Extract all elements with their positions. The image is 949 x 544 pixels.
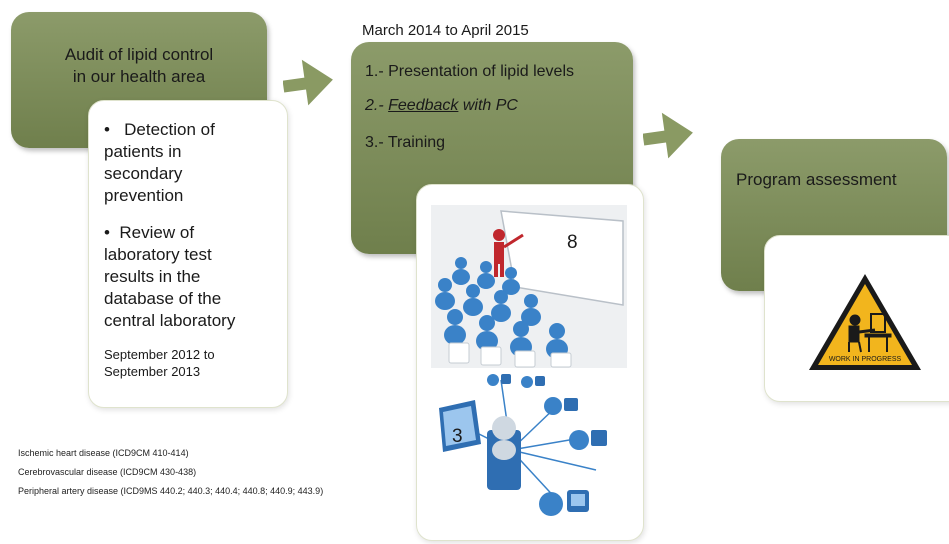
assessment-title: Program assessment [736,170,897,189]
feedback-prefix: 2.- [365,97,389,114]
bullet2-line: central laboratory [104,311,236,330]
intervention-period: March 2014 to April 2015 [362,22,529,39]
intervention-item-feedback: 2.- Feedback with PC [365,96,518,115]
footnote: Ischemic heart disease (ICD9CM 410-414) [18,448,189,458]
intervention-item-presentation: 1.- Presentation of lipid levels [365,63,574,80]
classroom-illustration [431,205,627,368]
classroom-presentation-icon [431,205,627,368]
audit-date-line: September 2013 [104,364,201,379]
audit-detail-box [88,100,288,408]
audit-title: Audit of lipid control in our health are… [11,44,267,88]
footnote: Cerebrovascular disease (ICD9CM 430-438) [18,467,197,477]
bullet2-line: laboratory test [104,245,212,264]
bullet2-line: • Review of [104,222,194,244]
audit-title-line: in our health area [72,67,206,86]
feedback-underlined: Feedback [388,97,459,114]
bullet2-line: results in the [104,267,201,286]
sign-label: WORK IN PROGRESS [829,356,902,363]
work-in-progress-sign: WORK IN PROGRESS [805,270,925,374]
network-illustration [431,370,627,530]
bullet2-text: Review of [119,223,195,242]
network-number: 3 [452,426,463,447]
bullet1-line: secondary [104,164,183,183]
flow-arrow-right-icon [643,112,693,159]
audit-date-line: September 2012 to [104,347,215,362]
bullet2-line: database of the [104,289,222,308]
footnote: Peripheral artery disease (ICD9MS 440.2;… [18,486,324,496]
flow-arrow-right-icon [283,59,333,106]
network-computers-icon [439,374,607,516]
bullet-dot: • [104,120,110,139]
classroom-number: 8 [567,232,578,253]
bullet1-text: Detection of [124,120,215,139]
feedback-suffix: with PC [458,97,518,114]
warning-triangle-icon: WORK IN PROGRESS [809,274,921,370]
bullet-dot: • [104,223,110,242]
bullet1-line: • Detection of [104,119,215,141]
bullet1-line: patients in [104,142,182,161]
intervention-item-training: 3.- Training [365,134,446,151]
bullet1-line: prevention [104,186,184,205]
audit-title-line: Audit of lipid control [64,45,214,64]
